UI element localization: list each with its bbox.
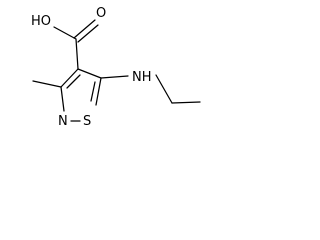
bond-c4-carboxyl-carbon	[75, 38, 79, 70]
ring-nitrogen-label: N	[58, 114, 68, 129]
bond-carbonyl-double-b	[77, 24, 99, 43]
bond-ring-c4-c5	[77, 68, 102, 79]
bond-amine-ethyl-ch2	[155, 74, 173, 104]
amine-label: NH	[132, 70, 152, 85]
bond-c5-amine	[100, 75, 129, 79]
bonds	[32, 19, 201, 122]
bond-ring-c3-c4-inner	[66, 74, 81, 89]
bond-ring-c3-c4	[60, 68, 79, 88]
bond-ring-n2-c3	[60, 86, 65, 112]
bond-ring-c5-s1-inner	[90, 81, 96, 102]
atom-labels: HO O NH N S	[31, 6, 152, 129]
bond-ethyl-ch2-ch3	[171, 101, 201, 104]
hydroxyl-label: HO	[31, 14, 51, 29]
carbonyl-oxygen-label: O	[96, 6, 106, 21]
chemical-structure: HO O NH N S	[31, 6, 201, 129]
bond-carboxyl-hydroxyl	[53, 26, 77, 40]
bond-ring-c5-s1	[95, 77, 102, 106]
bond-carbonyl-double-a	[73, 19, 96, 39]
ring-sulfur-label: S	[83, 114, 91, 129]
bond-methyl	[32, 80, 62, 88]
